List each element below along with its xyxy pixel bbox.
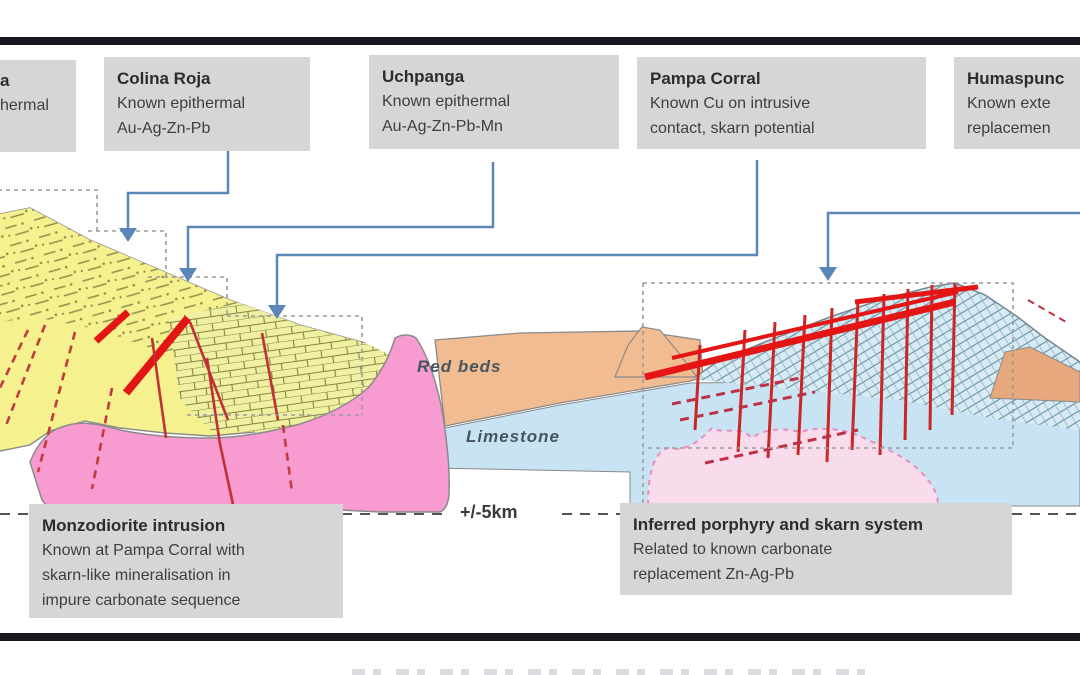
- annotation-box-inferred: Inferred porphyry and skarn system Relat…: [620, 503, 1012, 595]
- annotation-box-line: Related to known carbonate: [633, 541, 833, 558]
- red-beds-layer: [434, 326, 704, 427]
- annotation-box-line: Known at Pampa Corral with: [42, 542, 245, 559]
- red-sills-dikes: [644, 282, 1067, 465]
- annotation-box-title: Monzodiorite intrusion: [42, 516, 226, 535]
- prospect-box-humaspunco: Humaspunc Known exte replacemen: [954, 57, 1080, 149]
- prospect-box-uchpanga: Uchpanga Known epithermal Au-Ag-Zn-Pb-Mn: [369, 55, 619, 149]
- prospect-box-title: Uchpanga: [382, 67, 465, 86]
- right-mountain-crest: [694, 282, 1080, 378]
- red-sill: [854, 284, 979, 305]
- annotation-box-line: skarn-like mineralisation in: [42, 567, 231, 584]
- red-vein-dashed: [0, 324, 294, 493]
- arrow-uchpanga: [186, 162, 495, 268]
- red-vein-solid: [150, 321, 280, 561]
- annotation-box-title: Inferred porphyry and skarn system: [633, 515, 924, 534]
- pointer-arrowheads: [119, 228, 837, 319]
- prospect-box-colina-roja: Colina Roja Known epithermal Au-Ag-Zn-Pb: [104, 57, 310, 151]
- prospect-box-pampa-corral: Pampa Corral Known Cu on intrusive conta…: [637, 57, 926, 149]
- red-dashed-vein-far-right: [1027, 299, 1067, 323]
- prospect-box-line: Known exte: [967, 95, 1051, 112]
- thick-red-vein: [122, 315, 192, 396]
- prospect-box-title: Colina Roja: [117, 69, 211, 88]
- limestone-label: Limestone: [466, 427, 561, 446]
- annotation-box-line: replacement Zn-Ag-Pb: [633, 566, 794, 583]
- pointer-arrows: [126, 149, 1080, 305]
- prospect-box-line: Known epithermal: [382, 93, 511, 110]
- prospect-box-title: Pampa Corral: [650, 69, 761, 88]
- red-sill: [644, 298, 956, 381]
- arrow-pampa-corral: [275, 160, 759, 305]
- dashed-outline-left: [0, 189, 363, 416]
- prospect-box-line: replacemen: [967, 120, 1051, 137]
- thick-red-vein: [93, 309, 131, 344]
- prospect-box-left-partial: a hermal: [0, 60, 76, 152]
- cropped-caption-fragments: [352, 669, 868, 675]
- prospect-box-line: contact, skarn potential: [650, 120, 815, 137]
- red-dashed-veins-right: [671, 376, 859, 465]
- red-sill: [671, 290, 959, 360]
- prospect-box-line-fragment: hermal: [0, 97, 49, 114]
- annotation-box-line: impure carbonate sequence: [42, 592, 241, 609]
- red-veins-left: [0, 309, 294, 561]
- frame-bottom-bar: [0, 633, 1080, 641]
- prospect-box-line: Known Cu on intrusive: [650, 95, 811, 112]
- red-beds-label: Red beds: [417, 357, 502, 376]
- red-dike-group: [693, 282, 957, 463]
- prospect-box-line: Known epithermal: [117, 95, 246, 112]
- prospect-box-title-fragment: a: [0, 71, 10, 90]
- pink-intrusion: [29, 334, 450, 559]
- prospect-box-title: Humaspunc: [967, 69, 1065, 88]
- arrow-colina-roja: [126, 149, 230, 228]
- annotation-box-monzodiorite: Monzodiorite intrusion Known at Pampa Co…: [29, 504, 343, 618]
- prospect-box-line: Au-Ag-Zn-Pb-Mn: [382, 118, 503, 135]
- scale-label: +/-5km: [460, 502, 518, 522]
- frame-top-bar: [0, 37, 1080, 45]
- prospect-box-line: Au-Ag-Zn-Pb: [117, 120, 211, 137]
- arrow-humaspunco: [826, 211, 1080, 267]
